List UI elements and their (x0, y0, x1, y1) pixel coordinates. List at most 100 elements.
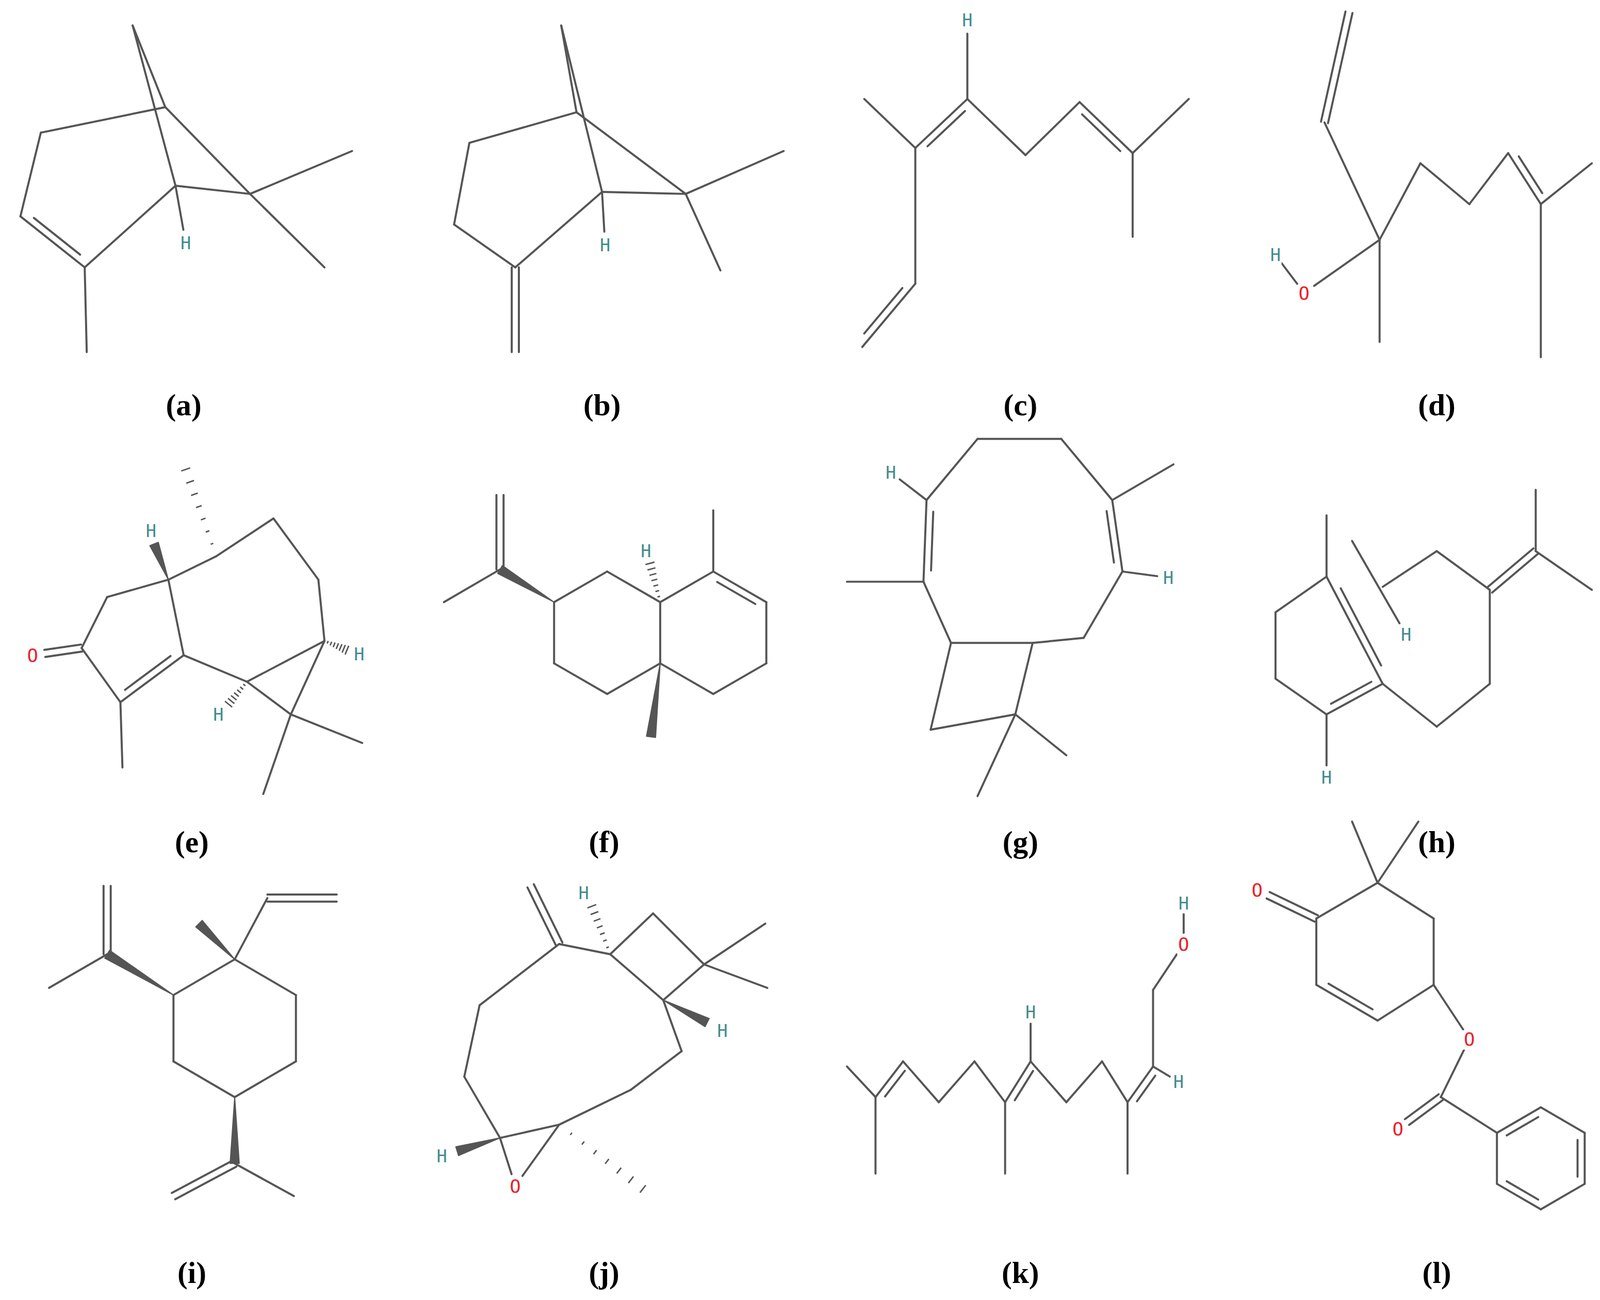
bond-line (1377, 882, 1434, 919)
hash-bond (210, 543, 214, 545)
bond-line (175, 185, 250, 194)
bond-line (1469, 153, 1509, 205)
bond-line (1030, 1060, 1067, 1102)
bond-line (1326, 576, 1383, 684)
bond-line (1436, 550, 1490, 590)
atom-label: H (352, 645, 366, 664)
bond-line (464, 1076, 500, 1138)
bond-line (1314, 239, 1380, 286)
bond-line (250, 151, 353, 194)
bond-line (1326, 683, 1383, 714)
bond-line (938, 1060, 975, 1102)
panel-caption-box: (a) (165, 387, 203, 423)
bond-line (263, 714, 291, 794)
bond-line (1112, 464, 1174, 500)
bond-line (1379, 163, 1421, 240)
hash-bond (205, 530, 210, 532)
atom-label-box: O (1250, 878, 1264, 901)
bond-line (515, 191, 602, 268)
panel-caption: (b) (582, 388, 623, 421)
bond-line (1324, 122, 1380, 240)
bond-line (499, 1137, 512, 1174)
bond-line (659, 601, 662, 664)
panel-caption: (k) (1000, 1255, 1041, 1288)
panel-caption: (d) (1416, 388, 1457, 421)
hash-bond (327, 640, 329, 644)
bond-line (1131, 153, 1134, 237)
hash-bond (616, 1167, 622, 1174)
bond-line (1275, 576, 1327, 613)
bond-line (885, 1070, 905, 1097)
panel-caption-box: (i) (176, 1254, 208, 1290)
bond-line (250, 193, 325, 268)
bond-line (610, 954, 664, 1001)
panel-caption: (l) (1421, 1255, 1452, 1288)
hash-bond (227, 698, 235, 704)
bond-line (927, 110, 966, 146)
bond-line (1351, 821, 1378, 884)
bond-line (1320, 11, 1346, 122)
atom-label-box: H (1177, 892, 1190, 914)
bond-line (1539, 204, 1542, 358)
bond-line (601, 191, 686, 194)
atom-label-box: H (1320, 767, 1333, 789)
bond-line (40, 107, 166, 133)
bond-line (44, 644, 81, 650)
bond-line (553, 571, 608, 602)
atom-label: O (1250, 880, 1264, 901)
bond-line (559, 1089, 631, 1125)
atom-label: O (26, 646, 40, 666)
bond-line (923, 581, 951, 644)
bond-line (234, 1163, 295, 1196)
bond-line (234, 959, 297, 995)
bond-line (1182, 913, 1185, 934)
bond-line (168, 579, 184, 656)
panel-caption-box: (d) (1416, 387, 1457, 423)
bond-line (1506, 1181, 1539, 1200)
atom-label: H (1399, 626, 1413, 645)
bond-line (559, 943, 611, 955)
bond-line (20, 132, 42, 217)
bond-line (1518, 156, 1543, 193)
bond-line (1382, 683, 1438, 727)
atom-label: H (639, 542, 652, 561)
bond-line (553, 663, 608, 694)
panel-caption-box: (j) (588, 1254, 621, 1290)
bond-line (34, 217, 81, 255)
bond-line (49, 954, 108, 988)
hash-bond (645, 562, 655, 565)
bond-line (1079, 102, 1133, 154)
atom-label: H (884, 464, 897, 483)
bond-line (663, 1000, 710, 1027)
bond-line (630, 1051, 682, 1090)
atom-label: H (1320, 769, 1333, 788)
bond-line (495, 494, 498, 569)
bond-line (1488, 589, 1491, 684)
bond-line (610, 913, 653, 955)
bond-line (295, 994, 298, 1062)
bond-line (967, 99, 1026, 156)
hash-bond (651, 579, 658, 581)
bond-line (1328, 983, 1373, 1010)
bond-line (1534, 490, 1537, 552)
bond-line (951, 641, 1033, 644)
bond-line (1540, 1106, 1585, 1133)
atom-label-box: O (1462, 1027, 1476, 1050)
bond-line (713, 571, 767, 602)
hash-bond (587, 904, 597, 908)
bond-line (1032, 637, 1084, 643)
panel-caption: (c) (1002, 388, 1039, 421)
atom-label: H (1172, 1073, 1185, 1092)
bond-line (1506, 1116, 1539, 1136)
hash-bond (581, 1141, 585, 1145)
bond-line (863, 287, 903, 334)
bond-line (1330, 681, 1371, 705)
bond-line (765, 601, 768, 664)
bond-line (713, 663, 767, 694)
bond-line (923, 499, 927, 582)
panel-caption-box: (k) (1000, 1254, 1041, 1290)
hash-bond (196, 505, 202, 508)
bond-line (915, 99, 968, 149)
bond-line (1325, 515, 1328, 577)
bond-line (267, 900, 337, 903)
